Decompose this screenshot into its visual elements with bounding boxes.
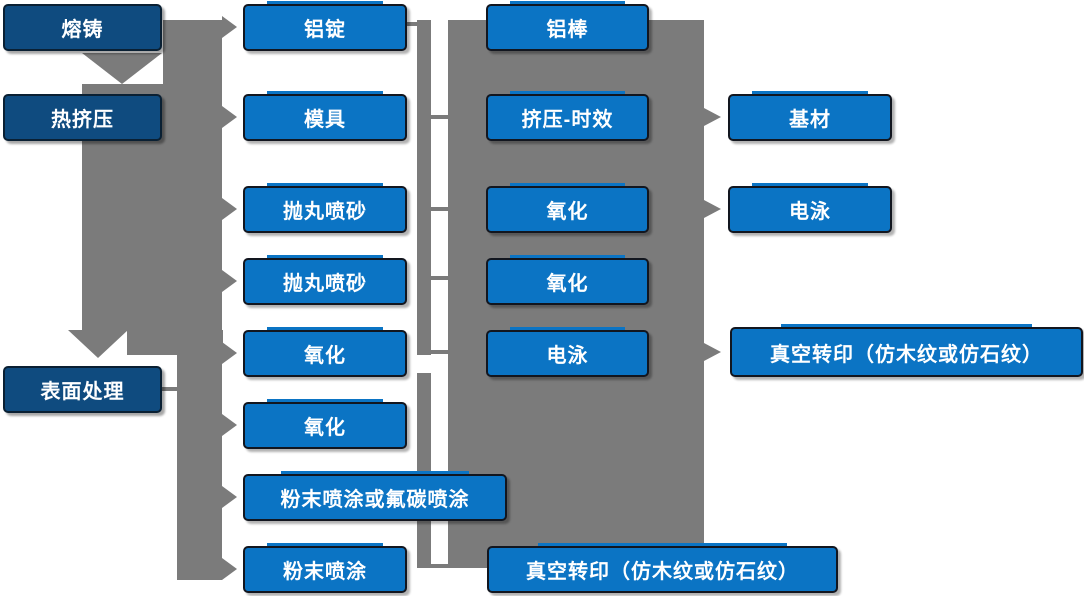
arrow-to-anodize-1-icon [222, 342, 237, 364]
connector-tick-row3 [431, 207, 448, 211]
node-aluminum-ingot: 铝锭 [243, 1, 407, 51]
arrow-to-shot-blast-2-icon [222, 270, 237, 292]
arrow-to-anodize-2-icon [222, 414, 237, 436]
node-anodize-1: 氧化 [243, 327, 407, 377]
node-extrusion-aging: 挤压-时效 [486, 91, 649, 141]
node-shot-blast-1: 抛丸喷砂 [243, 183, 407, 233]
node-shot-blast-2: 抛丸喷砂 [243, 255, 407, 305]
node-anodize-2: 氧化 [243, 399, 407, 449]
node-mold: 模具 [243, 91, 407, 141]
arrow-down-to-surface-treatment-icon [68, 330, 128, 358]
connector-tick-bottom [431, 564, 448, 568]
connector-mid-bus-upper [417, 20, 431, 355]
node-hot-extrusion: 热挤压 [3, 94, 162, 141]
connector-ingot-stub [407, 22, 417, 26]
connector-left-band-column [163, 20, 222, 347]
node-aluminum-rod: 铝棒 [486, 1, 649, 51]
node-substrate: 基材 [728, 91, 892, 141]
connector-tick-row5 [431, 350, 448, 354]
connector-left-band-lower [177, 350, 222, 580]
node-melt-cast: 熔铸 [3, 4, 162, 51]
node-anodize-4: 氧化 [486, 255, 649, 305]
arrow-down-to-hot-extrusion-icon [82, 53, 162, 84]
arrow-to-mold-icon [222, 106, 237, 128]
node-vacuum-transfer-print-2: 真空转印（仿木纹或仿石纹） [730, 324, 1083, 377]
node-powder-coating: 粉末喷涂 [243, 543, 407, 593]
node-powder-or-fluorocarbon-coating: 粉末喷涂或氟碳喷涂 [243, 471, 507, 521]
arrow-to-aluminum-ingot-icon [222, 16, 237, 38]
node-surface-treatment: 表面处理 [3, 366, 162, 413]
arrow-to-vacuum-transfer-out-icon [704, 343, 721, 361]
connector-tick-row4 [431, 276, 448, 280]
connector-tick-row2 [431, 115, 448, 119]
arrow-to-powder-fluorocarbon-icon [222, 486, 237, 508]
node-anodize-3: 氧化 [486, 183, 649, 233]
node-electrophoresis-1: 电泳 [486, 327, 649, 377]
node-vacuum-transfer-print-1: 真空转印（仿木纹或仿石纹） [487, 543, 838, 593]
connector-surface-treatment-line [162, 387, 178, 391]
arrow-to-shot-blast-1-icon [222, 198, 237, 220]
arrow-to-powder-coating-icon [222, 558, 237, 580]
node-electrophoresis-2: 电泳 [728, 183, 892, 233]
arrow-to-substrate-icon [704, 108, 721, 126]
arrow-to-electrophoresis-out-icon [704, 200, 721, 218]
